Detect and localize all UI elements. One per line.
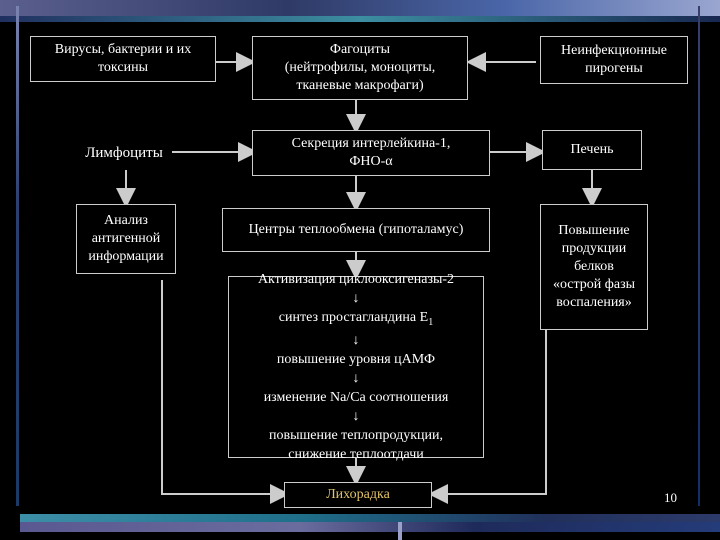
mech-arrow-1: ↓ xyxy=(352,290,360,306)
top-decor-bar xyxy=(0,0,720,24)
node-acute-phase-proteins: Повышение продукции белков «острой фазы … xyxy=(540,204,648,330)
bottom-decor-bar xyxy=(0,514,720,540)
right-decor-line xyxy=(698,6,700,506)
node-analysis: Анализ антигенной информации xyxy=(76,204,176,274)
arrow-analysis-fever xyxy=(161,280,290,504)
node-noninfectious: Неинфекционные пирогены xyxy=(540,36,688,84)
mech-arrow-4: ↓ xyxy=(352,409,360,425)
mech-step-naca: изменение Na/Ca соотношения xyxy=(263,390,449,406)
mech-subscript: 1 xyxy=(428,316,434,328)
node-hypothalamus-center: Центры теплообмена (гипоталамус) xyxy=(222,208,490,252)
node-mechanism: Активизация циклооксигеназы-2 ↓ синтез п… xyxy=(228,272,484,462)
arrow-proteins-fever xyxy=(428,330,547,504)
mech-step-heat-loss: снижение теплоотдачи xyxy=(288,447,424,463)
mech-step-prostaglandin: синтез простагландина E1 xyxy=(278,309,434,328)
mech-step-heat-production: повышение теплопродукции, xyxy=(268,428,443,444)
mech-step-cox2: Активизация циклооксигеназы-2 xyxy=(257,271,455,287)
mech-arrow-2: ↓ xyxy=(352,333,360,349)
node-liver: Печень xyxy=(542,130,642,170)
node-phagocytes: Фагоциты (нейтрофилы, моноциты, тканевые… xyxy=(252,36,468,100)
node-lymphocytes: Лимфоциты xyxy=(76,138,172,168)
node-viruses: Вирусы, бактерии и их токсины xyxy=(30,36,216,82)
node-fever: Лихорадка xyxy=(284,482,432,508)
mech-step-camp: повышение уровня цАМФ xyxy=(276,352,436,368)
mech-arrow-3: ↓ xyxy=(352,371,360,387)
page-number: 10 xyxy=(664,490,677,505)
left-decor-line xyxy=(16,6,19,506)
node-secretion: Секреция интерлейкина-1, ФНО-α xyxy=(252,130,490,176)
